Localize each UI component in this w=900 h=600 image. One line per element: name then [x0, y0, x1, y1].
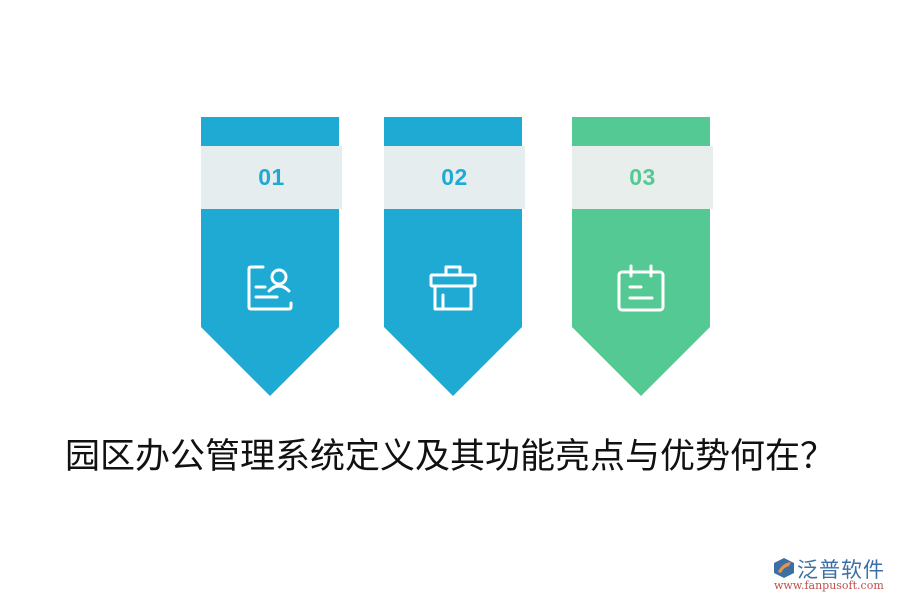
card-number: 02	[441, 164, 468, 190]
card-number: 01	[258, 164, 285, 190]
logo-mark-icon	[772, 557, 796, 579]
card-number-band: 01	[201, 146, 342, 209]
store-house-icon	[428, 263, 478, 313]
step-card-02: 02	[384, 117, 525, 396]
card-number: 03	[629, 164, 656, 190]
page-title: 园区办公管理系统定义及其功能亮点与优势何在？	[64, 437, 835, 477]
calendar-note-icon	[616, 263, 666, 313]
step-card-01: 01	[201, 117, 342, 396]
contact-card-icon	[245, 263, 295, 313]
step-card-03: 03	[572, 117, 713, 396]
brand-logo: 泛普软件 www.fanpusoft.com	[770, 555, 895, 595]
card-number-band: 02	[384, 146, 525, 209]
logo-brand-text: 泛普软件	[797, 558, 885, 582]
logo-url-text: www.fanpusoft.com	[774, 579, 884, 592]
card-number-band: 03	[572, 146, 713, 209]
